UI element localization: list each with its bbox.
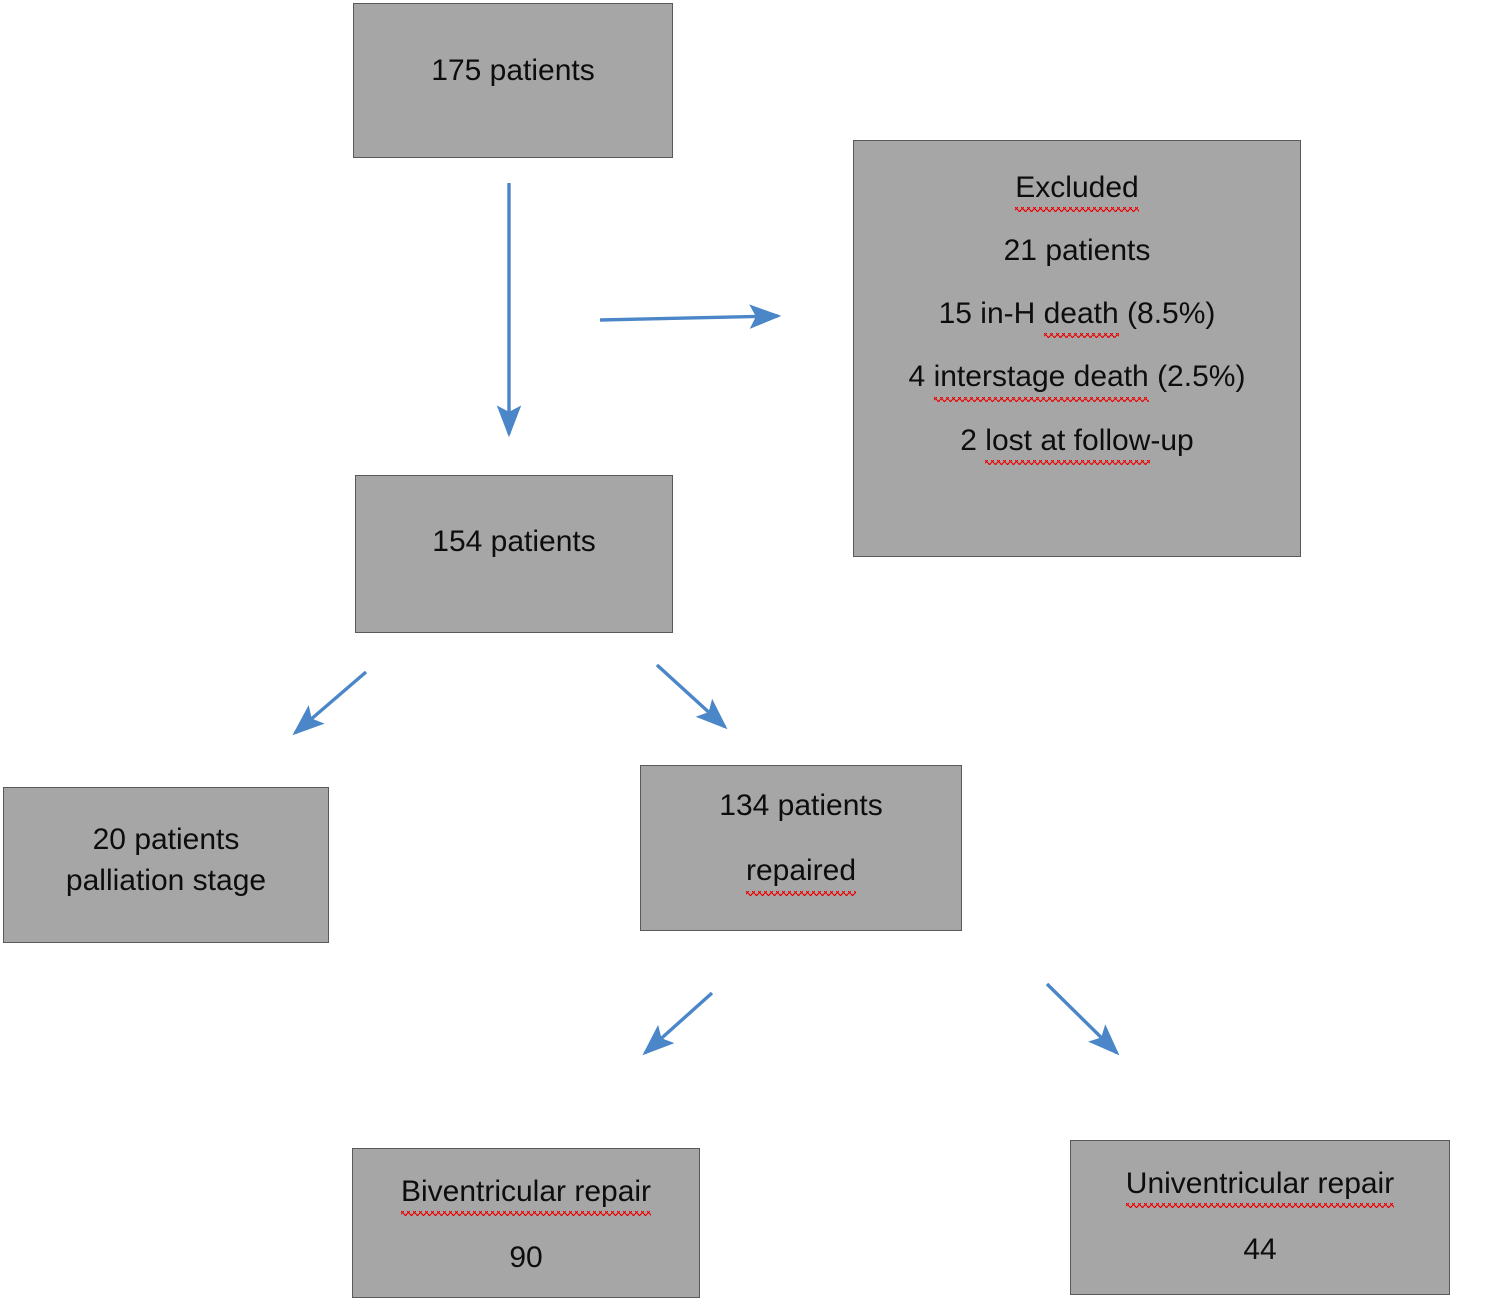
arrow-repaired-to-biventricular	[642, 991, 714, 1056]
node-text-block: Excluded 21 patients 15 in-H death (8.5%…	[854, 167, 1300, 483]
spellcheck-word: Excluded	[1015, 167, 1140, 213]
node-line-repaired: repaired	[641, 850, 961, 897]
node-text-block: 154 patients	[356, 521, 672, 562]
node-text-block: 134 patients repaired	[641, 785, 961, 917]
arrow-enrolled-to-palliation	[292, 670, 368, 736]
node-line-biventricular-label: Biventricular repair	[353, 1171, 699, 1217]
spellcheck-word: death	[1043, 293, 1119, 339]
node-line: 154 patients	[432, 525, 596, 558]
node-text-block: 175 patients	[354, 50, 672, 91]
node-excluded[interactable]: Excluded 21 patients 15 in-H death (8.5%…	[853, 140, 1301, 557]
node-line-excluded-title: Excluded	[854, 167, 1300, 213]
node-text-block: Univentricular repair 44	[1071, 1163, 1449, 1295]
spellcheck-word: Biventricular repair	[400, 1171, 652, 1217]
node-line-univentricular-label: Univentricular repair	[1071, 1163, 1449, 1209]
node-line: 134 patients	[719, 789, 883, 822]
node-enrolled-patients[interactable]: 154 patients	[355, 475, 673, 633]
arrow-repaired-to-univentricular	[1045, 982, 1120, 1056]
arrow-enrolled-to-repaired	[655, 663, 728, 730]
node-palliation-stage[interactable]: 20 patients palliation stage	[3, 787, 329, 943]
node-line-interstage-death: 4 interstage death (2.5%)	[854, 356, 1300, 402]
node-line-inhospital-death: 15 in-H death (8.5%)	[854, 293, 1300, 339]
node-line: 175 patients	[431, 54, 595, 87]
node-line-biventricular-count: 90	[509, 1241, 543, 1275]
node-biventricular-repair[interactable]: Biventricular repair 90	[352, 1148, 700, 1298]
spellcheck-word: lost at follow	[985, 420, 1151, 466]
node-line-lost-followup: 2 lost at follow-up	[854, 420, 1300, 466]
node-line: 20 patients	[92, 823, 240, 856]
node-univentricular-repair[interactable]: Univentricular repair 44	[1070, 1140, 1450, 1295]
node-line-univentricular-count: 44	[1243, 1233, 1277, 1267]
spellcheck-word: interstage death	[933, 356, 1149, 402]
node-line: palliation stage	[65, 864, 267, 898]
spellcheck-word: Univentricular repair	[1125, 1163, 1395, 1209]
node-line-excluded-count: 21 patients	[1003, 234, 1151, 268]
node-text-block: 20 patients palliation stage	[4, 819, 328, 902]
spellcheck-word: repaired	[745, 850, 857, 897]
arrow-top-to-excluded	[599, 304, 782, 329]
node-repaired-patients[interactable]: 134 patients repaired	[640, 765, 962, 931]
node-total-patients[interactable]: 175 patients	[353, 3, 673, 158]
node-text-block: Biventricular repair 90	[353, 1171, 699, 1303]
